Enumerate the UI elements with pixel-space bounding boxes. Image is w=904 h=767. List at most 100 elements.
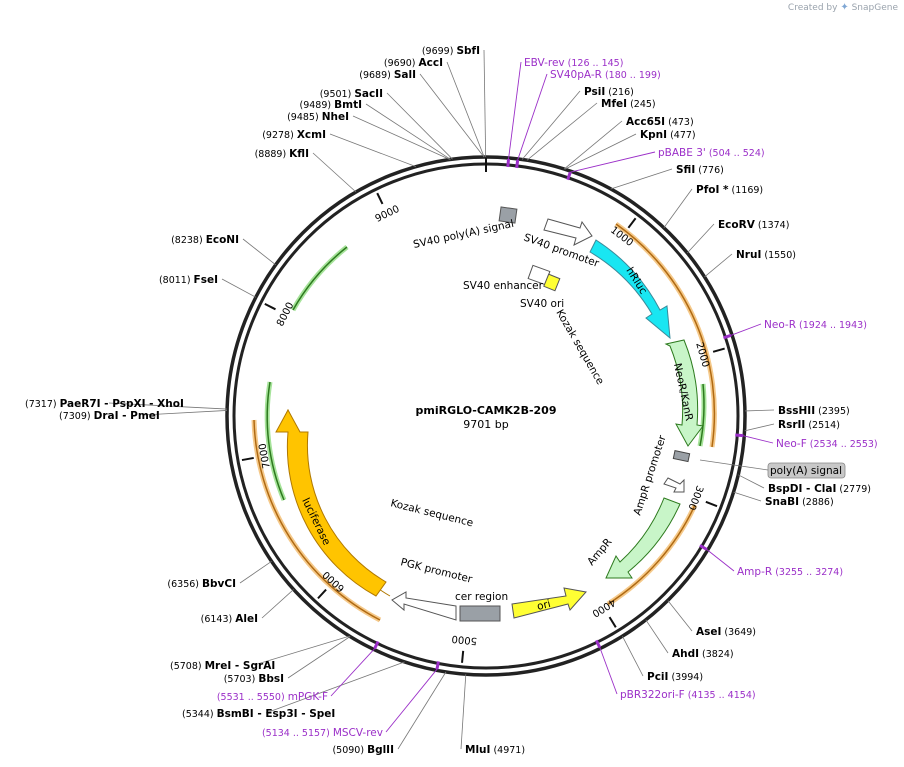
enzyme-position: (2779) <box>836 484 871 495</box>
tick-mark <box>705 500 718 508</box>
enzyme-label[interactable]: MluI (4971) <box>465 744 525 756</box>
feature-luciferase-body[interactable] <box>275 408 387 597</box>
enzyme-leader <box>221 278 257 298</box>
feature-ampr-promoter-shape[interactable] <box>663 477 685 493</box>
feature-ori-shape[interactable] <box>511 587 587 619</box>
enzyme-label[interactable]: (7309) DraI - PmeI <box>59 410 160 422</box>
primer-label[interactable]: (5531 .. 5550) mPGK-F <box>217 691 328 703</box>
enzyme-name: - SgrAI <box>231 660 275 672</box>
primer-leader <box>517 73 548 161</box>
enzyme-name: AseI <box>696 626 721 638</box>
enzyme-label[interactable]: NruI (1550) <box>736 249 796 261</box>
feature-label: poly(A) signal <box>770 465 842 477</box>
enzyme-label[interactable]: AseI (3649) <box>696 626 756 638</box>
enzyme-name: - ClaI <box>802 483 836 495</box>
primer-range: (2534 .. 2553) <box>807 439 878 450</box>
enzyme-label[interactable]: (5703) BbsI <box>224 673 284 685</box>
enzyme-name: MfeI <box>601 98 627 110</box>
enzyme-label[interactable]: (9278) XcmI <box>262 129 326 141</box>
enzyme-label[interactable]: AhdI (3824) <box>672 648 734 660</box>
primer-label[interactable]: pBABE 3' (504 .. 524) <box>658 147 765 159</box>
enzyme-leader <box>329 133 417 168</box>
enzyme-label[interactable]: PfoI * (1169) <box>696 184 763 196</box>
enzyme-label[interactable]: (5708) MreI - SgrAI <box>170 660 275 672</box>
feature-ampr-shape[interactable] <box>605 497 681 579</box>
feature-label: Kozak sequence <box>553 308 606 387</box>
enzyme-label[interactable]: (9699) SbfI <box>422 45 480 57</box>
enzyme-name: - Esp3I <box>254 708 298 720</box>
primer-mark <box>594 639 602 649</box>
enzyme-label[interactable]: SnaBI (2886) <box>765 496 834 508</box>
enzyme-label[interactable]: KpnI (477) <box>640 129 696 141</box>
enzyme-label[interactable]: SfiI (776) <box>676 164 724 176</box>
enzyme-position: (5344) <box>182 709 217 720</box>
primer-leader <box>385 669 438 733</box>
enzyme-label[interactable]: (5090) BglII <box>332 744 394 756</box>
enzyme-leader <box>564 133 637 170</box>
primer-leader <box>599 647 618 695</box>
primer-label[interactable]: (5134 .. 5157) MSCV-rev <box>262 727 383 739</box>
primer-range: (5531 .. 5550) <box>217 692 288 703</box>
enzyme-name: - PspXI <box>101 398 146 410</box>
primer-name: pBABE 3' <box>658 147 706 159</box>
tick-label: 9000 <box>374 204 402 225</box>
enzyme-leader <box>686 223 715 254</box>
enzyme-label[interactable]: (9489) BmtI <box>300 99 362 111</box>
primer-label[interactable]: EBV-rev (126 .. 145) <box>524 57 623 69</box>
enzyme-name: EcoRV <box>718 219 756 231</box>
enzyme-label[interactable]: PsiI (216) <box>584 86 634 98</box>
enzyme-name: NheI <box>322 111 349 123</box>
enzyme-label[interactable]: BssHII (2395) <box>778 405 850 417</box>
feature-pgk-shape[interactable] <box>391 591 457 621</box>
orf-arc-hrluc-neo-core <box>615 223 716 448</box>
enzyme-name: - PmeI <box>119 410 160 422</box>
enzyme-label[interactable]: (6143) AleI <box>201 613 258 625</box>
enzyme-label[interactable]: (5344) BsmBI - Esp3I - SpeI <box>182 708 335 720</box>
feature-sv40-polya-shape[interactable] <box>498 206 518 224</box>
enzyme-label[interactable]: (8889) KflI <box>255 148 309 160</box>
enzyme-position: (3824) <box>699 649 734 660</box>
enzyme-name: DraI <box>94 410 119 422</box>
primer-label[interactable]: Neo-F (2534 .. 2553) <box>776 438 878 450</box>
feature-hrluc-shape[interactable] <box>589 239 671 340</box>
enzyme-position: (473) <box>665 117 694 128</box>
feature-kozak-shape[interactable] <box>543 273 561 292</box>
enzyme-label[interactable]: MfeI (245) <box>601 98 656 110</box>
tick-label: 7000 <box>257 442 272 469</box>
feature-sv40-promoter-shape[interactable] <box>543 218 593 246</box>
primer-label[interactable]: pBR322ori-F (4135 .. 4154) <box>620 689 756 701</box>
enzyme-label[interactable]: (6356) BbvCI <box>167 578 236 590</box>
enzyme-label[interactable]: (9485) NheI <box>287 111 349 123</box>
enzyme-name: KflI <box>289 148 309 160</box>
enzyme-label[interactable]: (9690) AccI <box>384 57 443 69</box>
enzyme-label[interactable]: (8011) FseI <box>159 274 218 286</box>
enzyme-position: (5703) <box>224 674 259 685</box>
enzyme-name: PciI <box>647 671 668 683</box>
enzyme-position: (6356) <box>167 579 202 590</box>
feature-cer-shape[interactable] <box>459 605 501 622</box>
enzyme-leader <box>108 402 228 410</box>
enzyme-label[interactable]: PciI (3994) <box>647 671 703 683</box>
enzyme-position: (5708) <box>170 661 205 672</box>
feature-polya-shape[interactable] <box>672 450 691 463</box>
enzyme-position: (8238) <box>171 235 206 246</box>
enzyme-label[interactable]: (7317) PaeR7I - PspXI - XhoI <box>25 398 184 410</box>
enzyme-name: MreI <box>205 660 232 672</box>
primer-label[interactable]: Neo-R (1924 .. 1943) <box>764 319 867 331</box>
enzyme-name: SalI <box>394 69 416 81</box>
feature-neor-shape[interactable] <box>664 339 704 447</box>
enzyme-label[interactable]: (9501) SacII <box>320 88 383 100</box>
enzyme-name: BssHII <box>778 405 815 417</box>
primer-leader <box>706 549 735 572</box>
enzyme-label[interactable]: EcoRV (1374) <box>718 219 789 231</box>
enzyme-label[interactable]: RsrII (2514) <box>778 419 840 431</box>
enzyme-label[interactable]: BspDI - ClaI (2779) <box>768 483 871 495</box>
enzyme-label[interactable]: (8238) EcoNI <box>171 234 239 246</box>
primer-label[interactable]: SV40pA-R (180 .. 199) <box>550 69 661 81</box>
enzyme-label[interactable]: (9689) SalI <box>359 69 416 81</box>
primer-label[interactable]: Amp-R (3255 .. 3274) <box>737 566 843 578</box>
primer-mark <box>435 661 440 670</box>
enzyme-label[interactable]: Acc65I (473) <box>626 116 694 128</box>
enzyme-position: (8889) <box>255 149 290 160</box>
primer-range: (180 .. 199) <box>602 70 661 81</box>
